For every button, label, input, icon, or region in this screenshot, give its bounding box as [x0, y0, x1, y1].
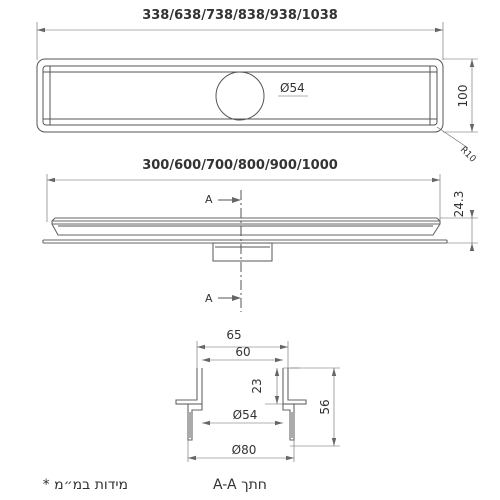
dim-60-label: 60 [235, 345, 250, 359]
overall-length-label: 338/638/738/838/938/1038 [142, 8, 338, 23]
channel-length-label: 300/600/700/800/900/1000 [142, 158, 338, 173]
outlet-diameter-label: Ø54 [280, 81, 305, 95]
dim-56-label: 56 [318, 399, 332, 414]
section-title: A-A חתך [213, 477, 267, 493]
profile-right [282, 368, 307, 441]
drain-plate-outline [36, 58, 444, 133]
units-footnote: * מידות במ״מ [43, 477, 128, 493]
width-label: 100 [456, 85, 470, 108]
corner-radius-label: R10 [458, 145, 478, 165]
section-marker-top: A [205, 193, 213, 206]
outlet-pipe [212, 242, 273, 262]
dim-65-label: 65 [226, 328, 241, 342]
section-view: 65 60 23 56 Ø54 [175, 328, 340, 493]
outlet-outer-label: Ø80 [232, 443, 257, 457]
profile-left [175, 368, 203, 441]
dim-23-label: 23 [250, 378, 264, 393]
drain-grate-outline [42, 65, 438, 126]
section-marker-bottom: A [205, 292, 213, 305]
height-label: 24.3 [452, 191, 466, 218]
radius-leader [436, 126, 469, 149]
channel-body [51, 217, 441, 236]
side-view: 300/600/700/800/900/1000 24.3 A A [42, 158, 478, 312]
outlet-inner-label: Ø54 [233, 408, 258, 422]
outlet-circle [215, 71, 265, 121]
top-view: 338/638/738/838/938/1038 Ø54 100 R10 [36, 8, 478, 165]
